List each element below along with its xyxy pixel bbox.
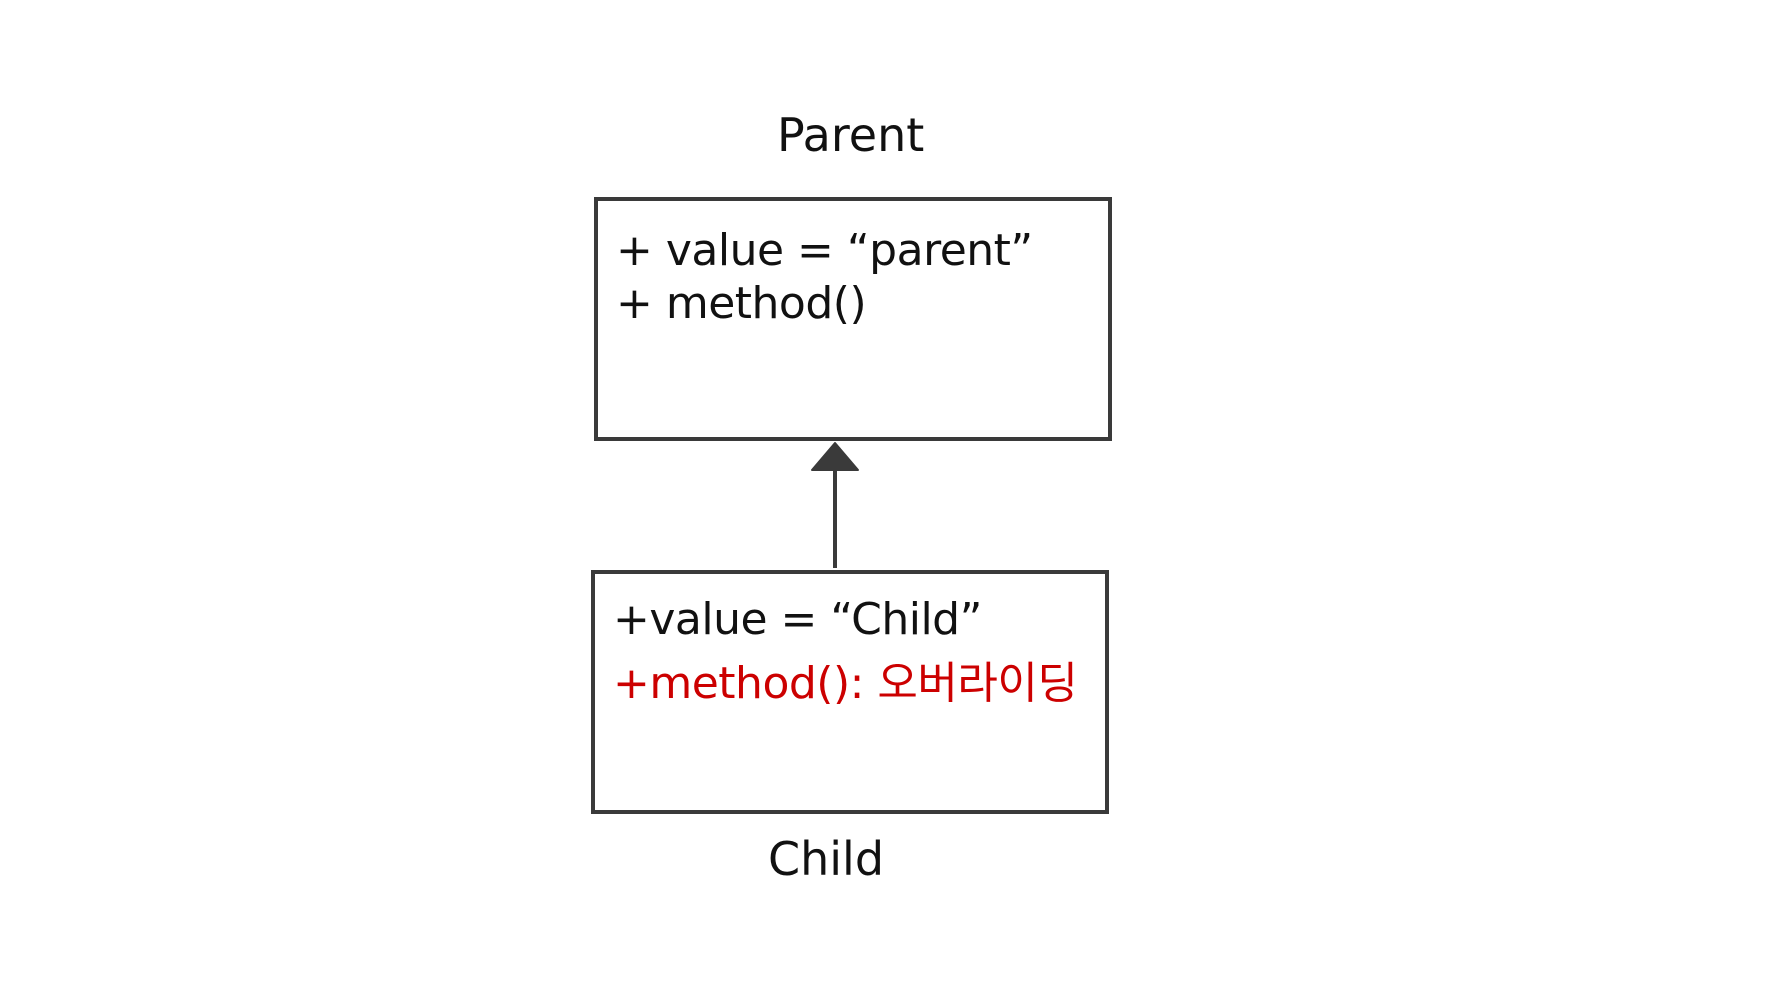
parent-member-method: + method() (616, 278, 867, 329)
child-class-box: +value = “Child” +method(): 오버라이딩 (591, 570, 1109, 814)
child-class-name: Child (768, 832, 885, 886)
parent-class-box: + value = “parent” + method() (594, 197, 1112, 441)
parent-member-value: + value = “parent” (616, 225, 1033, 276)
child-member-value: +value = “Child” (613, 594, 982, 645)
inheritance-arrow-head (811, 442, 859, 471)
child-member-method-override: +method(): 오버라이딩 (613, 658, 1078, 709)
parent-class-name: Parent (777, 108, 925, 162)
